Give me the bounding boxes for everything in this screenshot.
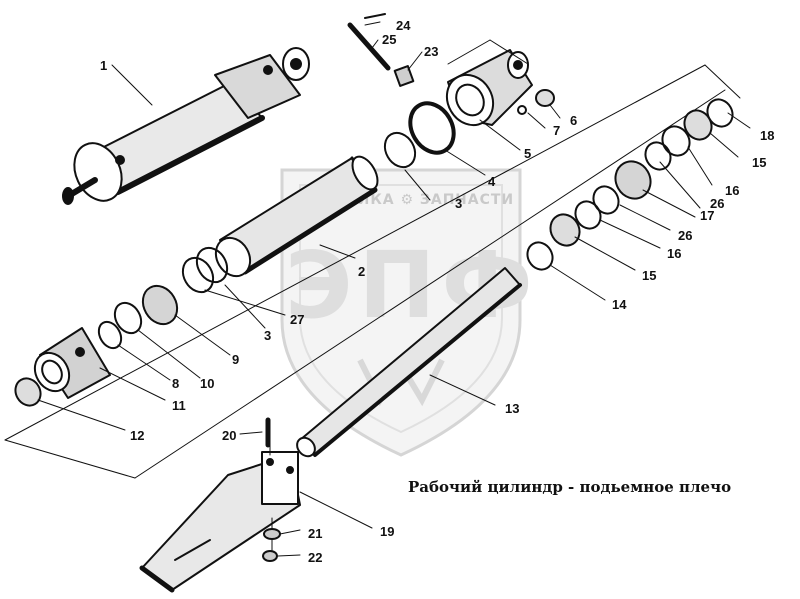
callout-15-top: 15 <box>752 155 766 170</box>
callout-12: 12 <box>130 428 144 443</box>
callout-26-top: 26 <box>710 196 724 211</box>
part-16-ring-top <box>661 125 691 157</box>
diagram-title: Рабочий цилиндр - подьемное плечо <box>408 478 732 496</box>
part-7-fitting <box>517 105 527 115</box>
part-11-end-cap <box>33 327 111 399</box>
part-3-ring-top <box>383 131 417 169</box>
part-1-cylinder-assembly <box>62 47 310 205</box>
callout-3-bottom: 3 <box>264 328 271 343</box>
callout-23: 23 <box>424 44 438 59</box>
callout-14: 14 <box>612 297 627 312</box>
callout-9: 9 <box>232 352 239 367</box>
part-19-lift-arm <box>139 451 301 593</box>
callout-16-top: 16 <box>725 183 739 198</box>
callout-18: 18 <box>760 128 774 143</box>
callout-16-bottom: 16 <box>667 246 681 261</box>
leader-lines <box>37 21 751 557</box>
callout-19: 19 <box>380 524 394 539</box>
callout-24: 24 <box>396 18 411 33</box>
callout-10: 10 <box>200 376 214 391</box>
callout-13: 13 <box>505 401 519 416</box>
callout-4: 4 <box>488 174 496 189</box>
part-10-seal <box>113 301 143 335</box>
callout-20: 20 <box>222 428 236 443</box>
part-14-ring <box>526 241 554 271</box>
part-16-ring-bottom <box>574 200 602 230</box>
part-17-gland <box>614 160 652 200</box>
part-9-piston <box>141 284 179 326</box>
callout-21: 21 <box>308 526 322 541</box>
assembly-guide-lines <box>4 39 741 551</box>
callout-17: 17 <box>700 208 714 223</box>
part-22-nut <box>262 550 278 562</box>
part-6-nut <box>535 89 555 107</box>
callout-6: 6 <box>570 113 577 128</box>
part-24-cotter <box>364 13 386 19</box>
callout-1: 1 <box>100 58 107 73</box>
part-21-washer <box>263 528 281 540</box>
callout-5: 5 <box>524 146 531 161</box>
callout-27: 27 <box>290 312 304 327</box>
part-15-bushing-top <box>683 109 713 141</box>
callout-11: 11 <box>172 398 186 413</box>
part-12-nut <box>14 377 42 407</box>
callout-numbers: 1 2 3 3 4 5 6 7 8 9 10 11 12 13 14 15 15… <box>100 18 774 565</box>
part-13-piston-rod <box>296 267 522 458</box>
callout-3-top: 3 <box>455 196 462 211</box>
part-15-bushing-bottom <box>549 213 581 247</box>
part-8-ring <box>97 320 123 350</box>
part-23-bushing <box>393 65 415 87</box>
part-25-pin <box>347 22 391 71</box>
callout-8: 8 <box>172 376 179 391</box>
callout-15-bottom: 15 <box>642 268 656 283</box>
part-5-rod-eye <box>445 49 533 127</box>
callout-22: 22 <box>308 550 322 565</box>
callout-7: 7 <box>553 123 560 138</box>
callout-26-bottom: 26 <box>678 228 692 243</box>
callout-25: 25 <box>382 32 396 47</box>
part-3-ring-bottom <box>195 246 229 284</box>
callout-2: 2 <box>358 264 365 279</box>
part-2-barrel <box>214 155 379 278</box>
